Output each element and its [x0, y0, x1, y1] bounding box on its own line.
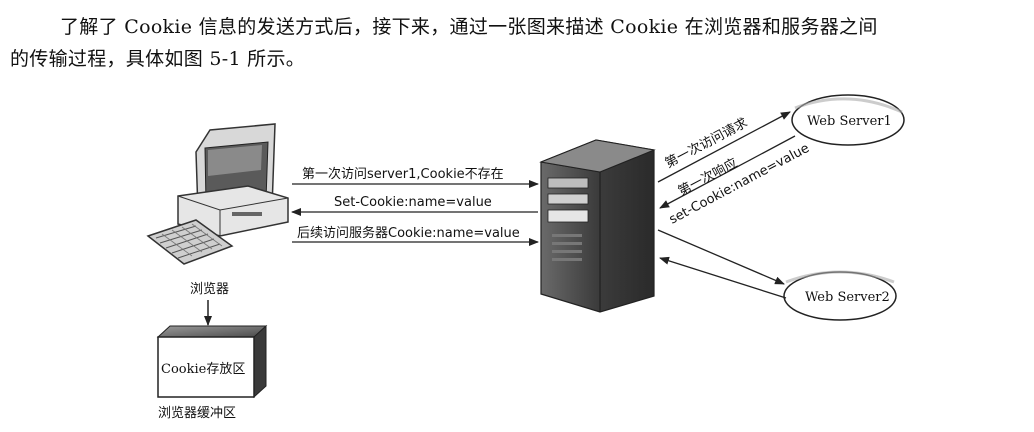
cookie-store-label: Cookie存放区	[161, 362, 245, 377]
server-icon	[541, 140, 654, 312]
arrow-response-ws2	[660, 258, 786, 298]
browser-label: 浏览器	[190, 281, 229, 297]
first-visit-label: 第一次访问server1,Cookie不存在	[302, 166, 504, 182]
computer-icon	[148, 124, 288, 264]
browser-cache-label: 浏览器缓冲区	[158, 405, 236, 421]
arrow-request-ws2	[658, 230, 784, 284]
set-cookie-label: Set-Cookie:name=value	[334, 195, 492, 210]
web-server-1-label: Web Server1	[807, 114, 892, 129]
later-visit-label: 后续访问服务器Cookie:name=value	[297, 225, 520, 241]
web-server-2-label: Web Server2	[805, 290, 890, 305]
